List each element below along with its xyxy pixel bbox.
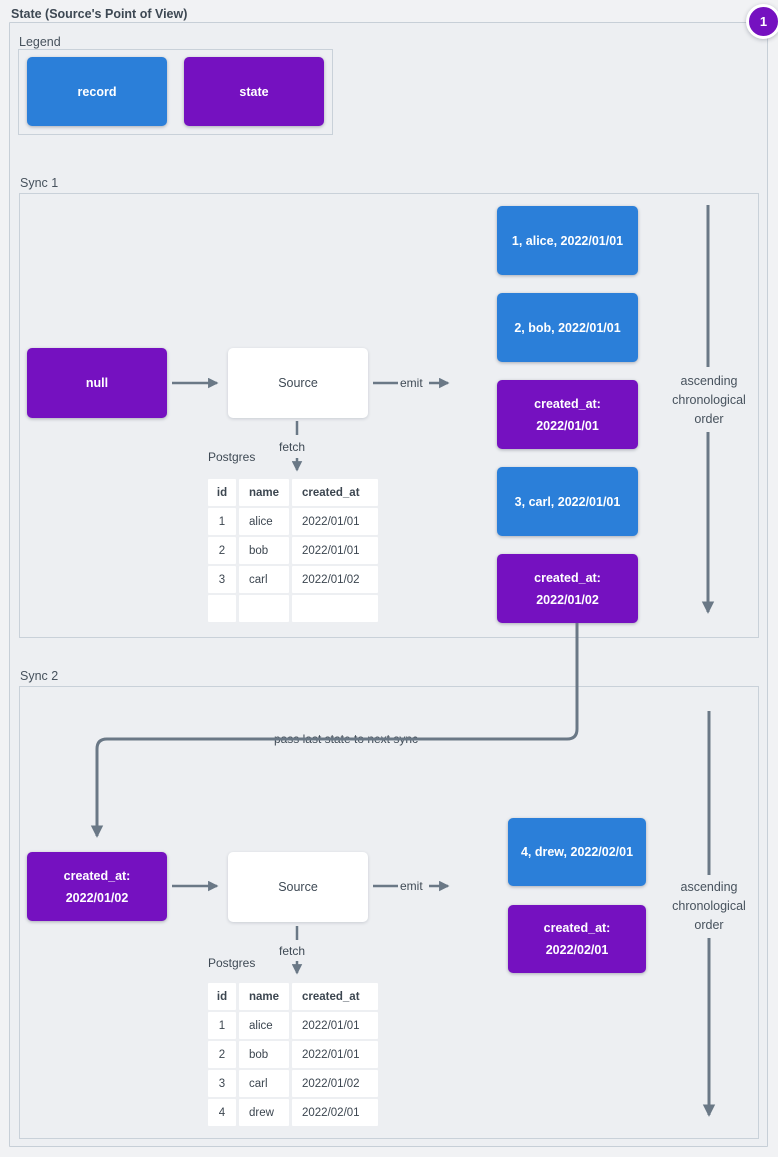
table-cell: 1 xyxy=(208,1012,236,1039)
legend-title: Legend xyxy=(19,35,61,49)
step-badge: 1 xyxy=(746,4,778,39)
emitted-state: created_at: 2022/02/01 xyxy=(508,905,646,973)
table-cell: carl xyxy=(239,566,289,593)
sync2-source-label: Source xyxy=(278,880,318,894)
emitted-record: 2, bob, 2022/01/01 xyxy=(497,293,638,362)
order-note-line: order xyxy=(694,412,724,426)
table-cell: 1 xyxy=(208,508,236,535)
sync2-fetch-label: fetch xyxy=(279,944,306,958)
state-text-line1: created_at: xyxy=(63,868,131,883)
table-cell: 2022/01/02 xyxy=(292,1070,378,1097)
sync1-emit-label: emit xyxy=(400,376,423,390)
table-cell: drew xyxy=(239,1099,289,1126)
table-cell: 4 xyxy=(208,1099,236,1126)
table-cell: 2 xyxy=(208,1041,236,1068)
emitted-state: created_at: 2022/01/02 xyxy=(497,554,638,623)
state-text-line2: 2022/02/01 xyxy=(545,943,609,957)
sync2-title: Sync 2 xyxy=(20,669,59,683)
record-text: 1, alice, 2022/01/01 xyxy=(511,233,624,248)
table-cell xyxy=(239,595,289,622)
sync2-emit-label: emit xyxy=(400,879,423,893)
state-text-line2: 2022/01/02 xyxy=(536,592,599,607)
table-cell: alice xyxy=(239,1012,289,1039)
table-cell: 2022/01/01 xyxy=(292,508,378,535)
order-note-line: order xyxy=(694,918,724,932)
state-text-line1: created_at: xyxy=(534,396,601,411)
order-note-line: chronological xyxy=(672,899,746,913)
legend-state-label: state xyxy=(239,84,269,99)
legend-state-swatch: state xyxy=(184,57,324,126)
table-cell: alice xyxy=(239,508,289,535)
table-cell: 2022/01/01 xyxy=(292,537,378,564)
record-text: 3, carl, 2022/01/01 xyxy=(514,494,621,509)
sync1-source-label: Source xyxy=(278,376,318,390)
sync2-postgres-table: id name created_at 1 alice 2022/01/01 2 … xyxy=(208,983,378,1126)
sync1-order-note: ascending chronological order xyxy=(654,372,764,429)
legend-box xyxy=(18,49,333,135)
table-header-cell: id xyxy=(208,479,236,506)
emitted-record: 4, drew, 2022/02/01 xyxy=(508,818,646,886)
table-cell: bob xyxy=(239,537,289,564)
sync2-input-state-node: created_at: 2022/01/02 xyxy=(27,852,167,921)
table-header-cell: id xyxy=(208,983,236,1010)
sync2-order-note: ascending chronological order xyxy=(654,878,764,935)
sync1-input-state-node: null xyxy=(27,348,167,418)
sync1-fetch-label: fetch xyxy=(279,440,306,454)
table-cell: 3 xyxy=(208,1070,236,1097)
table-cell: 3 xyxy=(208,566,236,593)
state-text-line2: 2022/01/02 xyxy=(65,890,129,905)
sync1-postgres-table: id name created_at 1 alice 2022/01/01 2 … xyxy=(208,479,378,622)
table-cell: 2022/01/02 xyxy=(292,566,378,593)
state-text-line1: created_at: xyxy=(543,921,611,935)
state-text-line1: created_at: xyxy=(534,570,601,585)
page-title: State (Source's Point of View) xyxy=(11,7,188,21)
table-cell: 2022/02/01 xyxy=(292,1099,378,1126)
emitted-record: 1, alice, 2022/01/01 xyxy=(497,206,638,275)
sync1-title: Sync 1 xyxy=(20,176,59,190)
table-header-cell: name xyxy=(239,479,289,506)
table-cell: carl xyxy=(239,1070,289,1097)
table-cell: 2022/01/01 xyxy=(292,1041,378,1068)
table-cell xyxy=(292,595,378,622)
sync2-postgres-label: Postgres xyxy=(208,956,256,970)
legend-record-swatch: record xyxy=(27,57,167,126)
emitted-state: created_at: 2022/01/01 xyxy=(497,380,638,449)
order-note-line: ascending xyxy=(680,880,738,894)
table-cell xyxy=(208,595,236,622)
emitted-record: 3, carl, 2022/01/01 xyxy=(497,467,638,536)
order-note-line: chronological xyxy=(672,393,746,407)
table-cell: 2 xyxy=(208,537,236,564)
table-cell: bob xyxy=(239,1041,289,1068)
sync2-source-node: Source xyxy=(228,852,368,922)
sync1-source-node: Source xyxy=(228,348,368,418)
state-text-line2: 2022/01/01 xyxy=(536,418,599,433)
legend-record-label: record xyxy=(77,84,117,99)
sync1-postgres-label: Postgres xyxy=(208,450,256,464)
record-text: 2, bob, 2022/01/01 xyxy=(514,320,621,335)
table-header-cell: name xyxy=(239,983,289,1010)
table-cell: 2022/01/01 xyxy=(292,1012,378,1039)
table-header-cell: created_at xyxy=(292,983,378,1010)
record-text: 4, drew, 2022/02/01 xyxy=(520,845,634,859)
order-note-line: ascending xyxy=(680,374,738,388)
table-header-cell: created_at xyxy=(292,479,378,506)
sync1-input-state-text: null xyxy=(85,376,109,390)
